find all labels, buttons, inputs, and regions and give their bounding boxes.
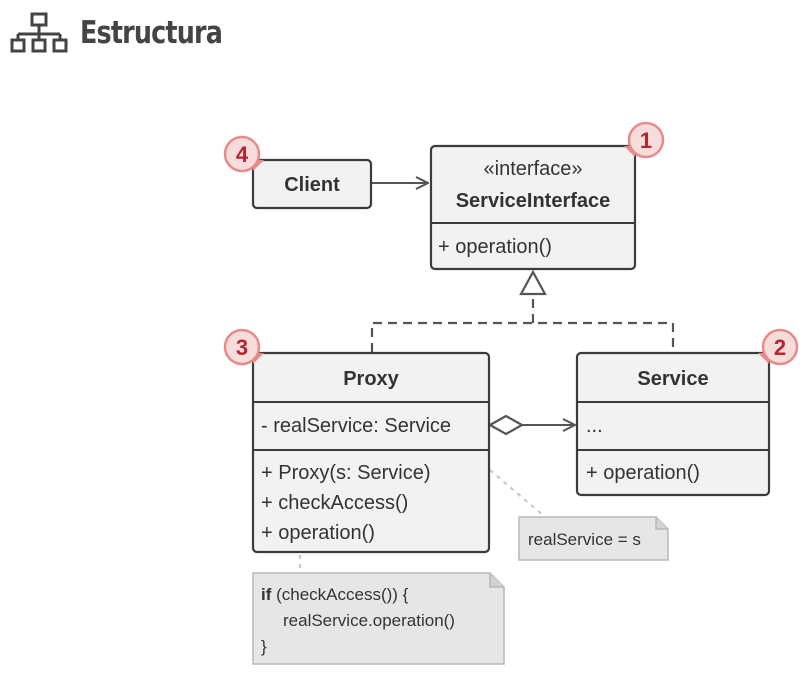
constructor-note: realService = s xyxy=(518,516,669,561)
proxy-name: Proxy xyxy=(343,368,399,390)
client-label: Client xyxy=(284,174,340,196)
interface-method: + operation() xyxy=(438,236,552,258)
implementation-connector xyxy=(370,269,675,352)
service-class: Service ... + operation() xyxy=(575,351,771,497)
service-interface-class: «interface» ServiceInterface + operation… xyxy=(429,144,637,271)
page-title: Estructura xyxy=(80,15,223,51)
operation-note-line-2: realService.operation() xyxy=(283,611,455,630)
badge-4: 4 xyxy=(223,135,264,173)
aggregation-connector xyxy=(487,414,575,436)
service-method: + operation() xyxy=(586,462,700,484)
interface-name: ServiceInterface xyxy=(456,190,611,212)
proxy-method: + operation() xyxy=(261,522,375,544)
badge-2: 2 xyxy=(758,328,799,366)
hierarchy-icon xyxy=(10,12,68,53)
proxy-field: - realService: Service xyxy=(261,415,451,437)
svg-text:4: 4 xyxy=(236,142,249,167)
badge-3: 3 xyxy=(223,328,264,366)
operation-note: if (checkAccess()) { realService.operati… xyxy=(252,572,505,665)
client-class: Client xyxy=(251,158,373,210)
constructor-note-text: realService = s xyxy=(528,530,641,549)
proxy-class: Proxy - realService: Service + Proxy(s: … xyxy=(251,351,491,554)
svg-text:3: 3 xyxy=(236,335,248,360)
section-heading: Estructura xyxy=(10,8,253,58)
operation-note-line-1: if (checkAccess()) { xyxy=(261,585,409,604)
proxy-method: + checkAccess() xyxy=(261,492,408,514)
svg-text:1: 1 xyxy=(640,128,652,153)
service-name: Service xyxy=(637,368,708,390)
operation-note-line-3: } xyxy=(261,637,267,656)
svg-text:2: 2 xyxy=(774,335,786,360)
service-field: ... xyxy=(586,415,603,437)
constructor-note-link xyxy=(489,469,546,518)
proxy-method: + Proxy(s: Service) xyxy=(261,462,430,484)
interface-stereotype: «interface» xyxy=(484,158,583,180)
inheritance-triangle xyxy=(519,269,547,296)
badge-1: 1 xyxy=(624,121,665,159)
